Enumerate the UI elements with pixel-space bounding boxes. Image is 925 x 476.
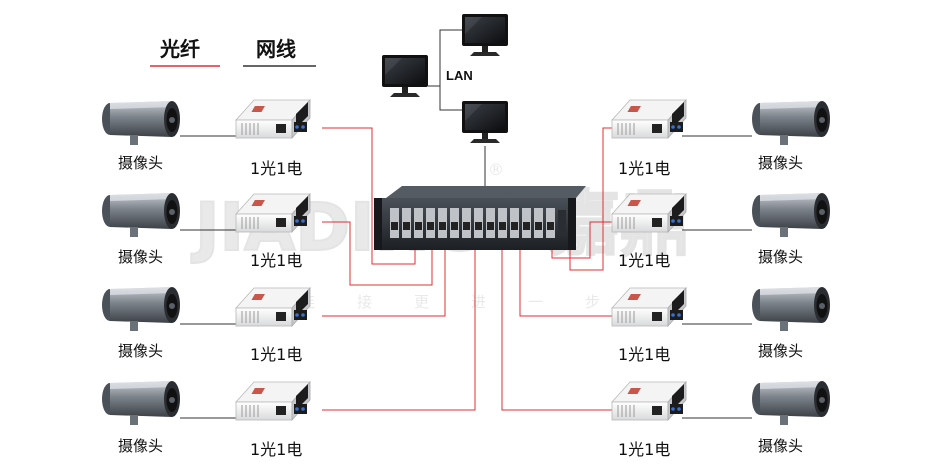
right-column: 1光1电 1光1电 1光1电 1光1电 摄像头 摄像头 摄像头 摄像头 (611, 99, 830, 459)
camera-icon (752, 101, 830, 145)
fiber-links (322, 127, 612, 411)
camera-icon (752, 287, 830, 331)
converter-label: 1光1电 (618, 440, 670, 459)
media-converter-chassis (374, 186, 586, 250)
media-converter-icon (611, 287, 687, 327)
camera-icon (102, 101, 180, 145)
monitor-icon (462, 101, 508, 143)
camera-label: 摄像头 (758, 248, 803, 266)
converter-label: 1光1电 (618, 345, 670, 364)
converter-label: 1光1电 (250, 345, 302, 364)
converter-label: 1光1电 (250, 440, 302, 459)
lan-label: LAN (446, 68, 473, 83)
converter-label: 1光1电 (250, 159, 302, 178)
watermark-slogan-3: 进 (471, 293, 486, 311)
watermark-slogan-1: 接 (357, 293, 372, 311)
camera-label: 摄像头 (758, 154, 803, 172)
watermark-slogan-2: 更 (414, 293, 429, 311)
camera-icon (752, 381, 830, 425)
camera-label: 摄像头 (118, 248, 163, 266)
camera-icon (102, 381, 180, 425)
legend: 光纤 网线 (150, 37, 316, 67)
media-converter-icon (235, 99, 311, 139)
media-converter-icon (235, 287, 311, 327)
camera-icon (752, 193, 830, 237)
converter-label: 1光1电 (618, 159, 670, 178)
monitor-icon (382, 55, 428, 97)
media-converter-icon (235, 381, 311, 421)
legend-fiber-label: 光纤 (159, 37, 200, 61)
camera-label: 摄像头 (758, 342, 803, 360)
camera-icon (102, 287, 180, 331)
camera-label: 摄像头 (118, 342, 163, 360)
left-column: 摄像头 摄像头 摄像头 摄像头 1光1电 1光1电 1光1电 1光1电 (102, 99, 311, 459)
watermark-slogan-4: 一 (528, 293, 543, 311)
camera-label: 摄像头 (118, 154, 163, 172)
watermark-slogan-5: 步 (585, 293, 600, 311)
lan-links (428, 29, 486, 188)
legend-cable-label: 网线 (256, 37, 296, 61)
camera-label: 摄像头 (758, 437, 803, 455)
converter-label: 1光1电 (250, 251, 302, 270)
media-converter-icon (611, 381, 687, 421)
lan-computers (382, 14, 508, 143)
camera-icon (102, 193, 180, 237)
converter-label: 1光1电 (618, 251, 670, 270)
camera-label: 摄像头 (118, 437, 163, 455)
watermark-registered: ® (488, 160, 504, 179)
cable-links (180, 135, 752, 419)
monitor-icon (462, 14, 508, 56)
media-converter-icon (611, 99, 687, 139)
